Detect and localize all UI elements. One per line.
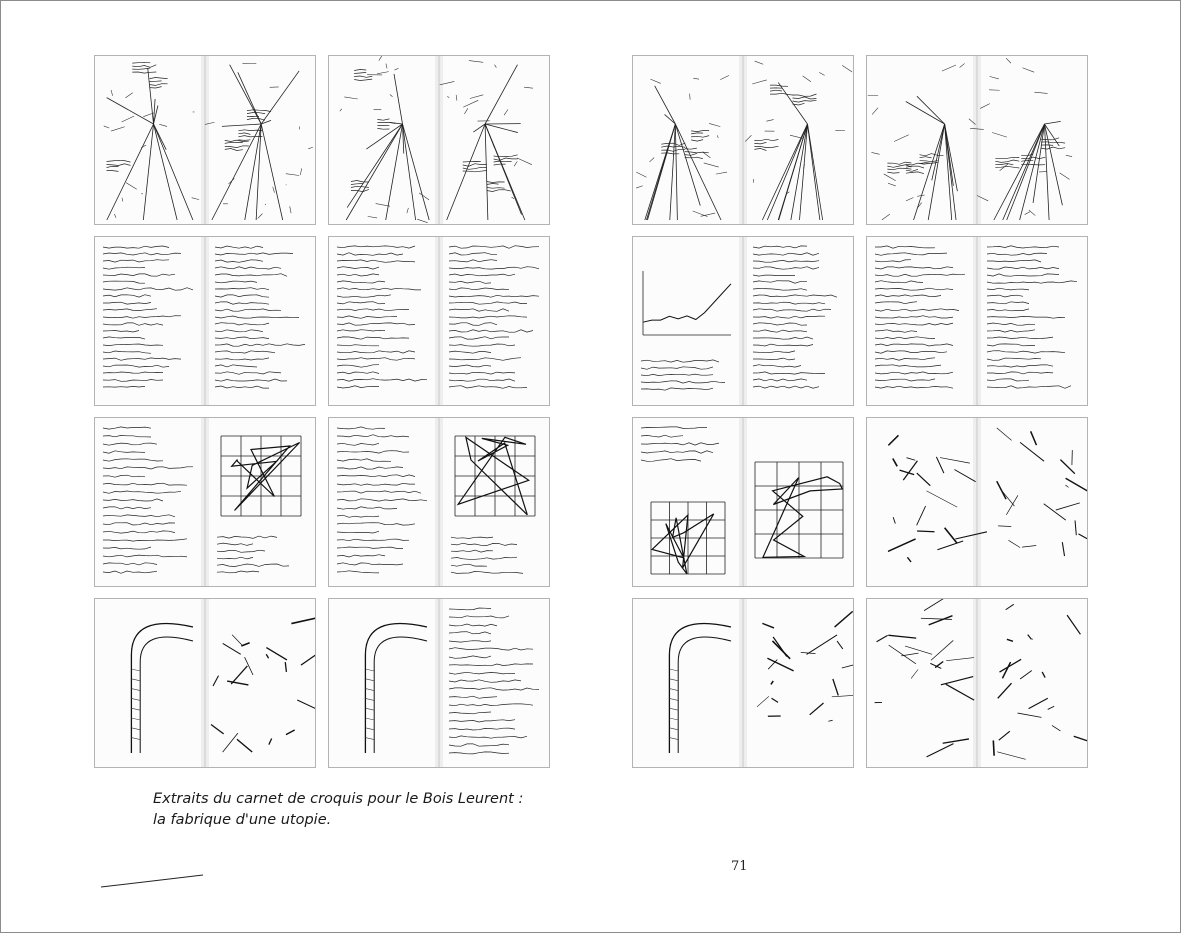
sketch-drawing xyxy=(329,599,549,767)
sketchbook-spread xyxy=(328,236,550,406)
sketchbook-spread xyxy=(328,55,550,225)
sketchbook-spread xyxy=(632,598,854,768)
sketchbook-spread xyxy=(328,598,550,768)
caption-line-2: la fabrique d'une utopie. xyxy=(153,812,332,828)
page-number: 71 xyxy=(731,859,748,874)
sketchbook-spread xyxy=(866,55,1088,225)
sketch-drawing xyxy=(633,237,853,405)
sketch-drawing xyxy=(867,599,1087,767)
sketchbook-spread xyxy=(94,417,316,587)
sketch-drawing xyxy=(329,56,549,224)
sketch-drawing xyxy=(329,237,549,405)
sketch-drawing xyxy=(633,56,853,224)
sketchbook-spread xyxy=(632,417,854,587)
sketchbook-spread xyxy=(94,236,316,406)
sketch-drawing xyxy=(95,599,315,767)
sketch-drawing xyxy=(867,56,1087,224)
sketch-drawing xyxy=(633,599,853,767)
sketchbook-spread xyxy=(866,417,1088,587)
sketchbook-spread xyxy=(866,236,1088,406)
sketchbook-spread xyxy=(632,236,854,406)
sketchbook-spread xyxy=(866,598,1088,768)
sketch-drawing xyxy=(95,418,315,586)
sketch-drawing xyxy=(867,418,1087,586)
sketch-drawing xyxy=(867,237,1087,405)
caption-line-1: Extraits du carnet de croquis pour le Bo… xyxy=(153,791,524,807)
sketch-drawing xyxy=(329,418,549,586)
sketch-drawing xyxy=(95,56,315,224)
figure-caption: Extraits du carnet de croquis pour le Bo… xyxy=(153,789,523,831)
sketchbook-spread xyxy=(632,55,854,225)
sketchbook-spread xyxy=(94,55,316,225)
sketch-drawing xyxy=(633,418,853,586)
sketchbook-spread xyxy=(328,417,550,587)
sketch-drawing xyxy=(95,237,315,405)
sketchbook-spread xyxy=(94,598,316,768)
decorative-rule xyxy=(100,874,204,888)
